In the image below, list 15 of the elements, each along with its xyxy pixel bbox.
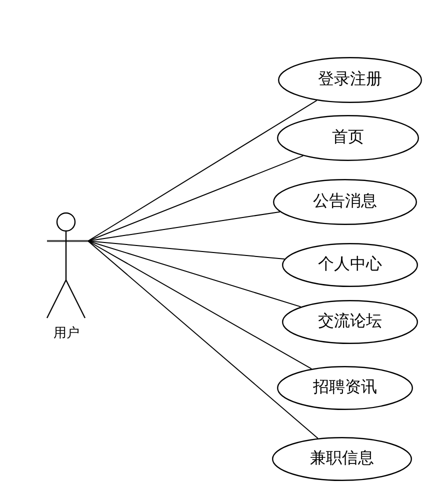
association-line xyxy=(88,211,280,242)
association-line xyxy=(88,240,312,370)
association-line xyxy=(88,240,286,260)
use-case-label: 兼职信息 xyxy=(309,448,375,469)
use-case-label: 首页 xyxy=(331,127,365,148)
association-line xyxy=(88,100,318,242)
actor-label: 用户 xyxy=(52,325,80,342)
association-line xyxy=(88,240,318,439)
association-line xyxy=(88,155,304,242)
use-case-label: 招聘资讯 xyxy=(312,377,378,398)
use-case-label: 交流论坛 xyxy=(317,311,383,332)
use-case-label: 公告消息 xyxy=(312,191,378,212)
association-line xyxy=(88,240,302,308)
use-case-label: 登录注册 xyxy=(317,69,383,90)
use-case-label: 个人中心 xyxy=(317,254,383,275)
